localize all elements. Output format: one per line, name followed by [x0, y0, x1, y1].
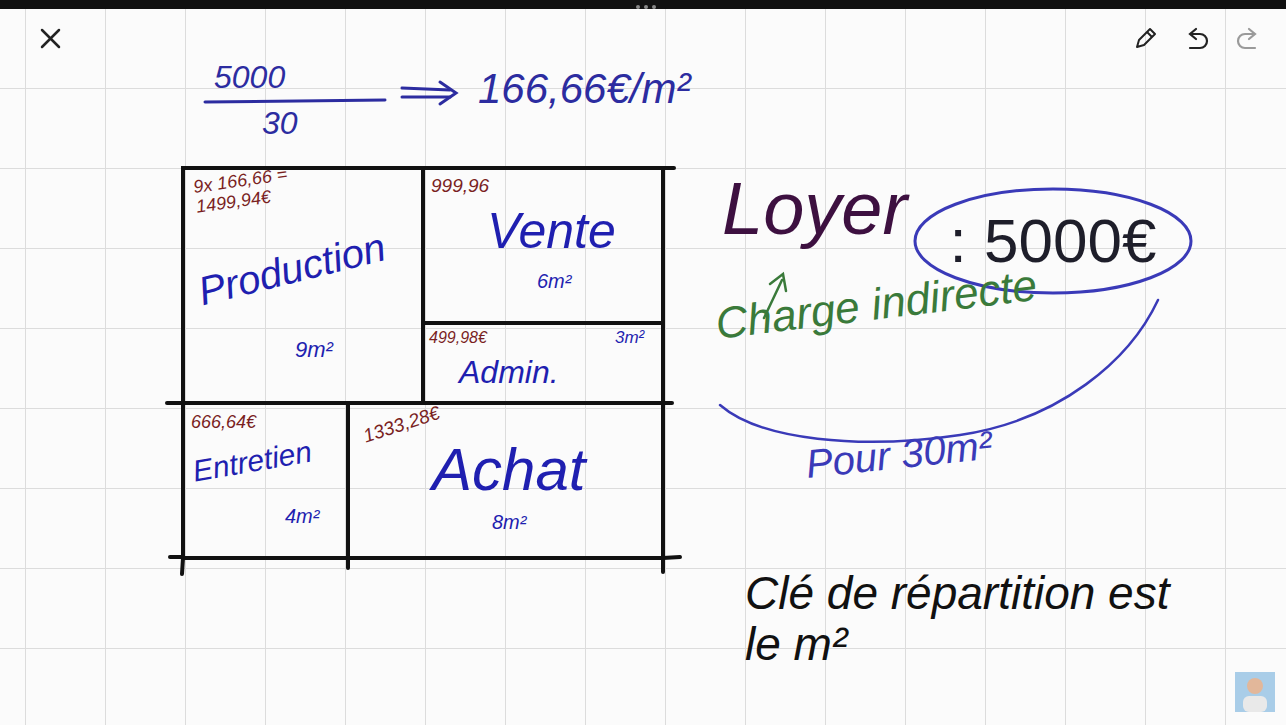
rent-title: Loyer [722, 168, 907, 249]
undo-icon [1190, 29, 1207, 48]
cost-type-note: Charge indirecte [713, 261, 1039, 348]
room-area: 9m² [295, 338, 333, 362]
room-area: 8m² [492, 511, 526, 533]
room-name: Entretien [190, 434, 314, 487]
room-box: 999,96Vente 6m² [421, 166, 665, 325]
room-area: 3m² [615, 329, 644, 348]
handle-dot [636, 5, 640, 9]
allocation-key-note: Clé de répartition est le m² [745, 568, 1205, 669]
room-area: 4m² [285, 505, 319, 527]
handle-dot [652, 5, 656, 9]
room-cost: 499,98€ [429, 329, 487, 347]
redo-icon [1238, 29, 1255, 48]
room-name: Vente [487, 204, 616, 259]
room-cost: 666,64€ [191, 413, 256, 433]
room-box: 9x 166,66 = 1499,94€Production9m² [181, 166, 425, 405]
room-name: Achat [432, 437, 585, 503]
presenter-avatar [1235, 672, 1275, 712]
room-box: 1333,28€Achat 8m² [346, 401, 665, 560]
room-name: Admin. [459, 355, 559, 390]
surface-note: Pour 30m² [804, 423, 994, 486]
implies-arrow [402, 82, 456, 104]
pencil-icon [1137, 29, 1155, 47]
top-bar [0, 0, 1286, 9]
room-box: 666,64€Entretien 4m² [181, 401, 350, 560]
room-name: Production [194, 224, 390, 313]
denominator: 30 [262, 106, 298, 141]
room-area: 6m² [537, 270, 571, 292]
numerator: 5000 [214, 60, 285, 95]
room-box: 499,98€ Admin. 3m² [421, 321, 665, 405]
handle-dot [644, 5, 648, 9]
unit-cost: 166,66€/m² [478, 66, 690, 112]
close-icon [42, 30, 59, 47]
room-cost: 1333,28€ [361, 403, 443, 447]
cost-calculation: 9x 166,66 = 1499,94€ [192, 157, 346, 217]
fraction-bar [205, 100, 385, 102]
room-cost: 999,96 [431, 176, 489, 197]
rent-amount: : 5000€ [950, 207, 1157, 275]
